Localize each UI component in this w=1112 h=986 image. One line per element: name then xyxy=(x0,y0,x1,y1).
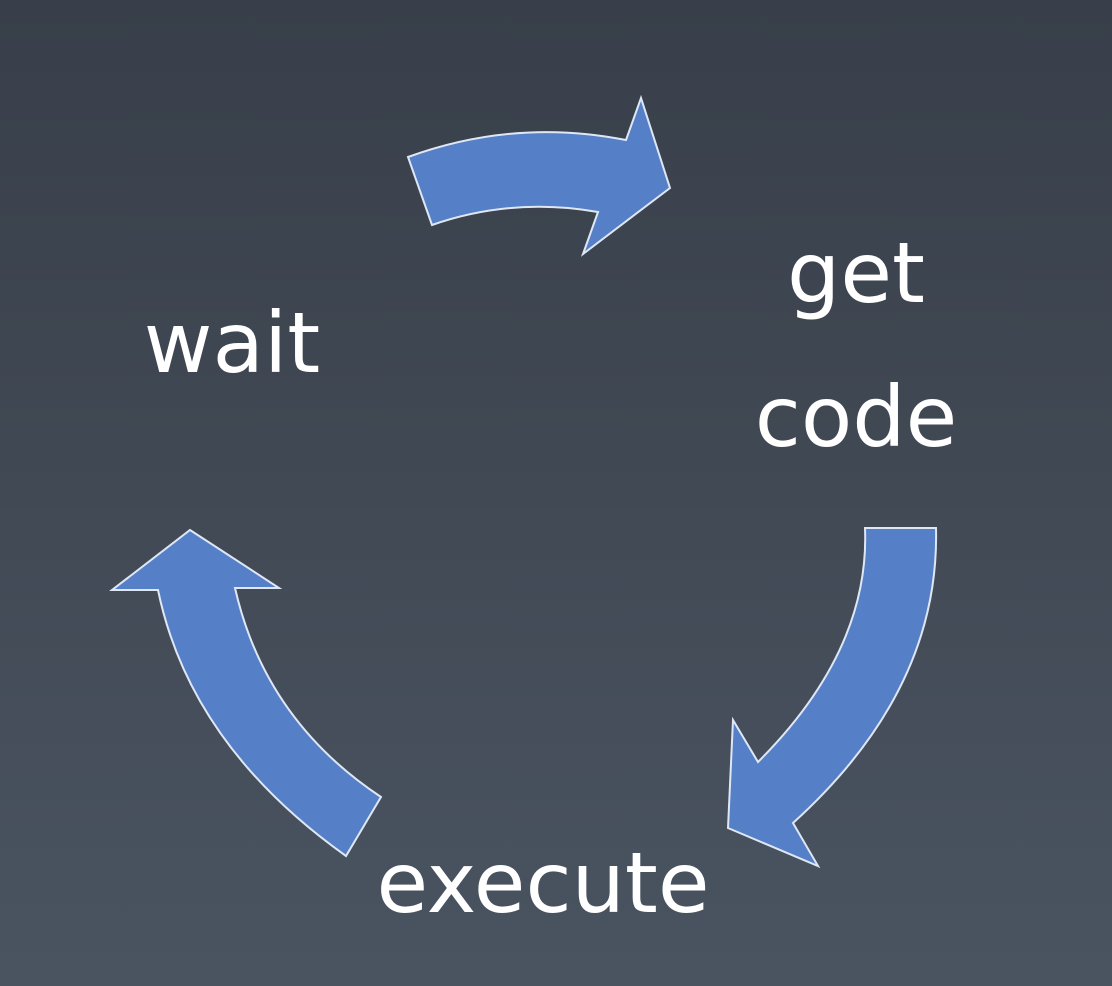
arrow-wait-to-get-code xyxy=(406,94,672,257)
label-code: code xyxy=(755,368,958,466)
arrow-get-code-to-execute xyxy=(726,527,938,869)
label-get: get xyxy=(787,224,925,322)
arrow-execute-to-wait xyxy=(109,528,383,858)
label-execute: execute xyxy=(376,834,709,932)
label-wait: wait xyxy=(144,294,320,392)
